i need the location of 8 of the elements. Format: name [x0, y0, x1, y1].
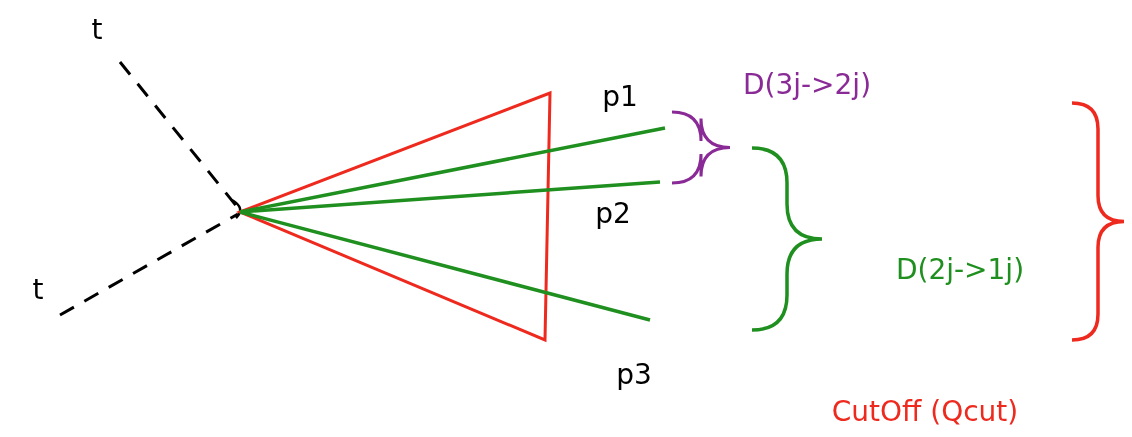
label-text: p3	[616, 361, 652, 389]
label-text: t	[91, 16, 103, 44]
label-text: D(3j->2j)	[742, 71, 872, 99]
label-text: D(2j->1j)	[895, 256, 1025, 284]
label-text: t	[32, 276, 44, 304]
label-text: p2	[595, 200, 631, 228]
label-text: p1	[602, 83, 638, 111]
label-text: CutOff (Qcut)	[831, 398, 1019, 426]
